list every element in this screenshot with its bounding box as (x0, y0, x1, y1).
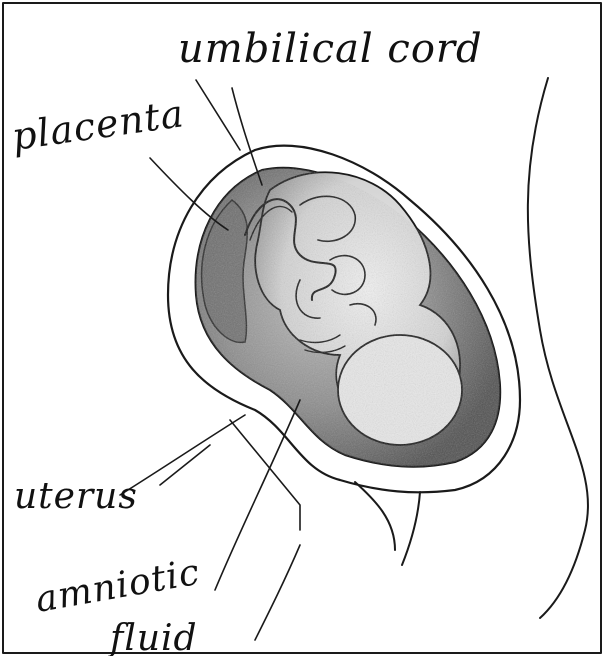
cervix (355, 482, 420, 565)
label-fluid: fluid (107, 618, 198, 656)
label-amniotic: amniotic (32, 552, 203, 621)
leader-uterus (120, 415, 245, 495)
label-uterus: uterus (14, 476, 138, 517)
pencil-texture (196, 168, 501, 467)
leader-amniotic-fluid-2 (255, 545, 300, 640)
abdomen-outline (528, 78, 588, 618)
label-placenta: placenta (9, 91, 187, 159)
leader-amniotic-fluid (215, 400, 300, 590)
leader-uterus-2 (160, 420, 300, 530)
label-umbilical-cord: umbilical cord (178, 26, 483, 72)
leader-umbilical-cord (232, 88, 262, 185)
